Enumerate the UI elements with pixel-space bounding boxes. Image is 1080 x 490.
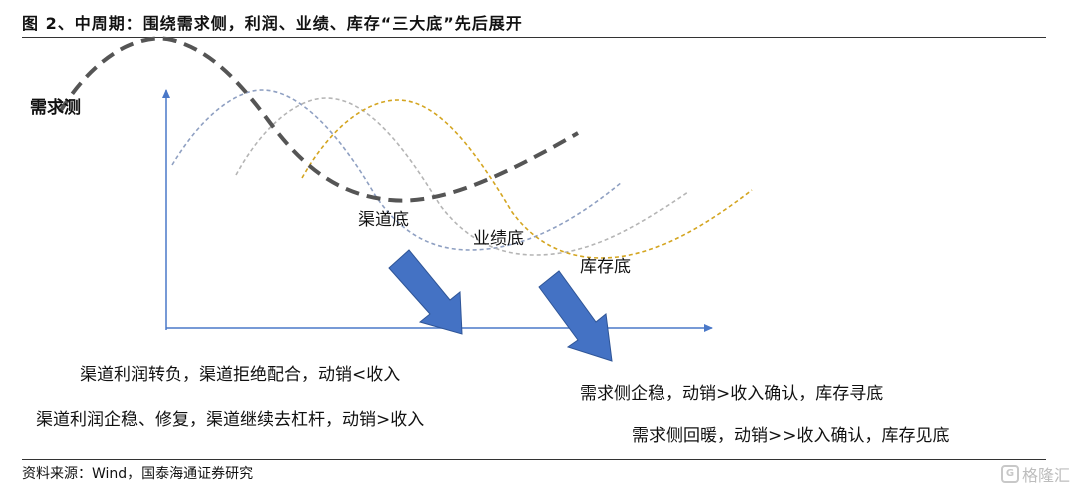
inventory-bottom-label: 库存底 (580, 257, 631, 277)
watermark: G 格隆汇 (1000, 462, 1070, 486)
inventory-curve (301, 99, 753, 259)
arrow-down-right-left (388, 249, 463, 335)
channel-curve (171, 89, 623, 251)
title-divider (22, 37, 1046, 38)
demand-curve (58, 36, 579, 203)
performance-curve (235, 97, 689, 256)
watermark-text: 格隆汇 (1021, 466, 1070, 485)
annotation-left-2: 渠道利润企稳、修复，渠道继续去杠杆，动销>收入 (36, 410, 425, 430)
performance-bottom-label: 业绩底 (473, 229, 524, 249)
annotation-left-1: 渠道利润转负，渠道拒绝配合，动销<收入 (80, 365, 401, 385)
source-note: 资料来源：Wind，国泰海通证券研究 (22, 466, 254, 482)
arrow-down-right-right (538, 270, 613, 362)
figure-title: 图 2、中周期：围绕需求侧，利润、业绩、库存“三大底”先后展开 (22, 14, 523, 33)
demand-curve-label: 需求测 (30, 97, 81, 118)
channel-bottom-label: 渠道底 (358, 210, 409, 230)
source-divider (22, 459, 1046, 460)
annotation-right-2: 需求侧回暖，动销>>收入确认，库存见底 (632, 426, 950, 446)
annotation-right-1: 需求侧企稳，动销>收入确认，库存寻底 (580, 384, 884, 404)
watermark-logo-icon: G (1000, 465, 1019, 483)
